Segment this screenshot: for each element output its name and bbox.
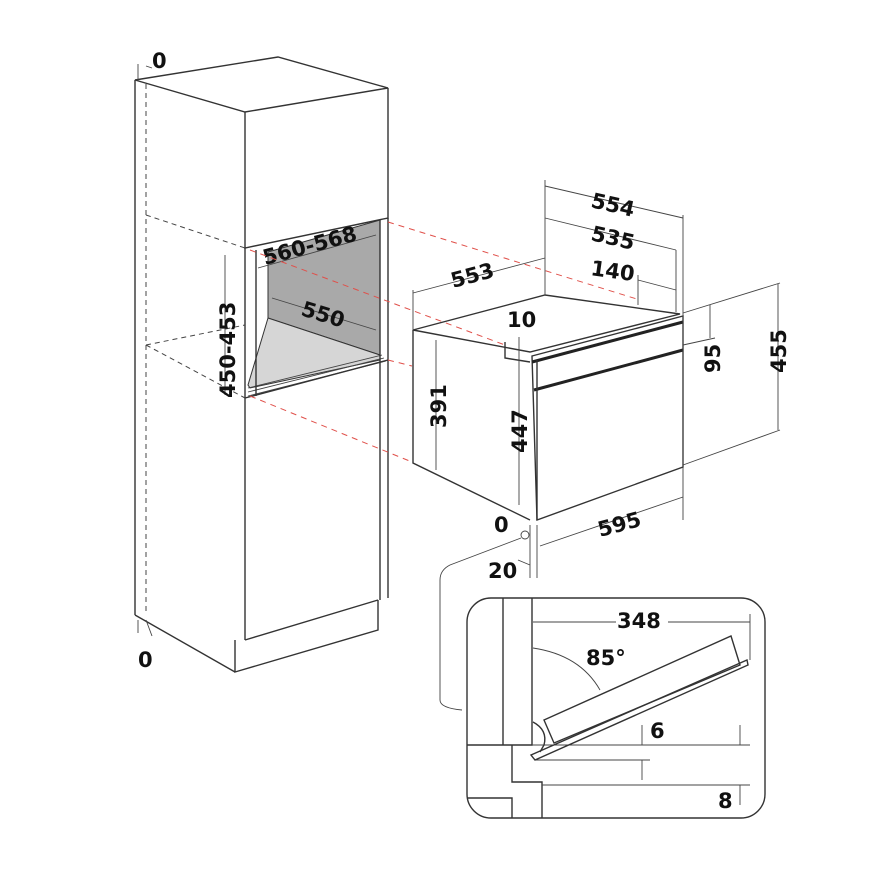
door-angle-label: 85° — [586, 646, 626, 670]
oven-side-height-label: 391 — [427, 384, 451, 428]
oven-width-label: 595 — [595, 507, 644, 542]
cabinet-bottom-gap-label: 0 — [138, 648, 153, 672]
oven-bottom-gap-label: 0 — [494, 513, 509, 537]
cabinet-top-gap-label: 0 — [152, 49, 167, 73]
oven-body-height-label: 447 — [508, 409, 532, 453]
oven-depth-535-label: 535 — [589, 221, 637, 254]
oven-depth-140-label: 140 — [589, 256, 636, 286]
gap-6-label: 6 — [650, 719, 665, 743]
detail-marker — [520, 530, 530, 540]
oven-top-offset-label: 10 — [507, 308, 536, 332]
oven-front-offset-label: 20 — [488, 559, 517, 583]
oven-panel-height-label: 95 — [701, 344, 725, 373]
niche-height-label: 450-453 — [216, 302, 240, 398]
door-detail-inset — [466, 597, 766, 819]
door-length-label: 348 — [617, 609, 661, 633]
oven-depth-body-label: 553 — [448, 258, 497, 293]
oven-depth-total-label: 554 — [589, 188, 637, 221]
gap-8-label: 8 — [718, 789, 733, 813]
oven — [412, 180, 781, 711]
tall-cabinet — [134, 56, 389, 673]
oven-total-height-label: 455 — [767, 329, 791, 373]
detail-leader — [439, 537, 522, 711]
alignment-guides — [249, 221, 641, 463]
